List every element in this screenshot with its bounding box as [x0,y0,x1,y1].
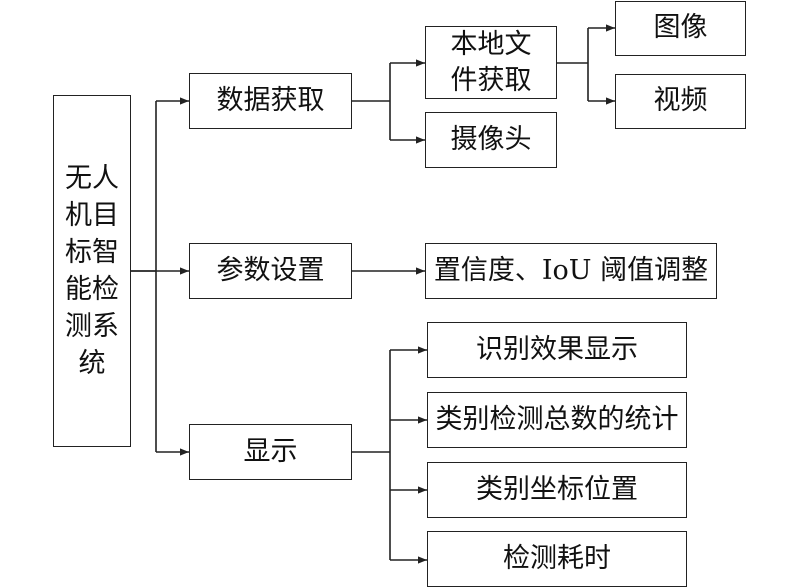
class-coords-node: 类别坐标位置 [427,462,687,518]
local-file-node: 本地文件获取 [425,26,557,99]
detection-time-node: 检测耗时 [427,531,687,587]
threshold-adjust-node: 置信度、IoU 阈值调整 [425,243,717,299]
camera-label: 摄像头 [450,123,532,155]
display-node: 显示 [189,424,352,480]
class-count-node: 类别检测总数的统计 [427,392,687,448]
video-label: 视频 [653,85,708,117]
class-coords-label: 类别坐标位置 [476,473,638,505]
video-node: 视频 [615,74,746,129]
recognition-display-label: 识别效果显示 [476,333,638,365]
recognition-display-node: 识别效果显示 [427,322,687,378]
threshold-adjust-label: 置信度、IoU 阈值调整 [433,254,709,286]
root-node: 无人机目标智能检测系统 [53,95,131,447]
image-node: 图像 [615,1,746,56]
parameter-setting-label: 参数设置 [216,254,325,286]
image-label: 图像 [653,12,708,44]
camera-node: 摄像头 [425,112,557,168]
parameter-setting-node: 参数设置 [189,243,352,299]
local-file-label: 本地文件获取 [450,28,532,96]
class-count-label: 类别检测总数的统计 [435,403,679,435]
root-label: 无人机目标智能检测系统 [65,163,119,379]
data-acquisition-label: 数据获取 [216,84,325,116]
display-label: 显示 [243,435,298,467]
detection-time-label: 检测耗时 [503,542,611,574]
data-acquisition-node: 数据获取 [189,73,352,129]
